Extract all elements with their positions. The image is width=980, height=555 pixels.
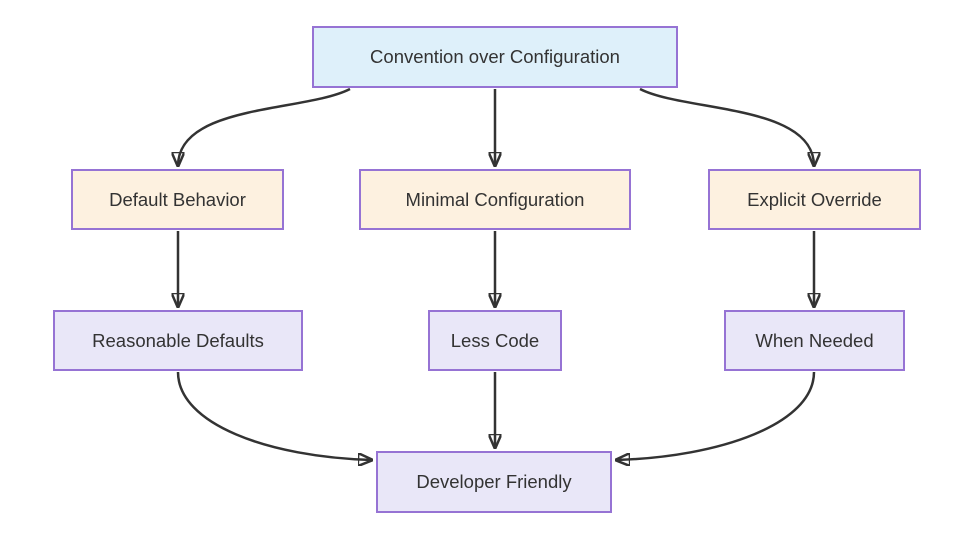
edge-root-to-explicit-override (639, 87, 814, 166)
node-default-behavior: Default Behavior (71, 169, 284, 230)
node-label: Less Code (450, 329, 540, 351)
edge-root-to-default-behavior (178, 87, 351, 166)
node-label: Default Behavior (109, 188, 246, 210)
node-developer-friendly: Developer Friendly (376, 451, 612, 513)
node-less-code: Less Code (428, 310, 562, 371)
edge-reasonable-defaults-to-developer-friendly (176, 371, 372, 460)
node-label: Minimal Configuration (405, 188, 585, 210)
node-label: Reasonable Defaults (92, 329, 264, 351)
node-label: When Needed (755, 329, 874, 351)
node-minimal-configuration: Minimal Configuration (359, 169, 631, 230)
edge-when-needed-to-developer-friendly (616, 371, 816, 460)
node-when-needed: When Needed (724, 310, 905, 371)
node-label: Convention over Configuration (370, 46, 620, 67)
node-convention-over-configuration: Convention over Configuration (312, 26, 678, 88)
node-label: Explicit Override (747, 188, 882, 210)
node-label: Developer Friendly (416, 471, 572, 492)
node-reasonable-defaults: Reasonable Defaults (53, 310, 303, 371)
node-explicit-override: Explicit Override (708, 169, 921, 230)
